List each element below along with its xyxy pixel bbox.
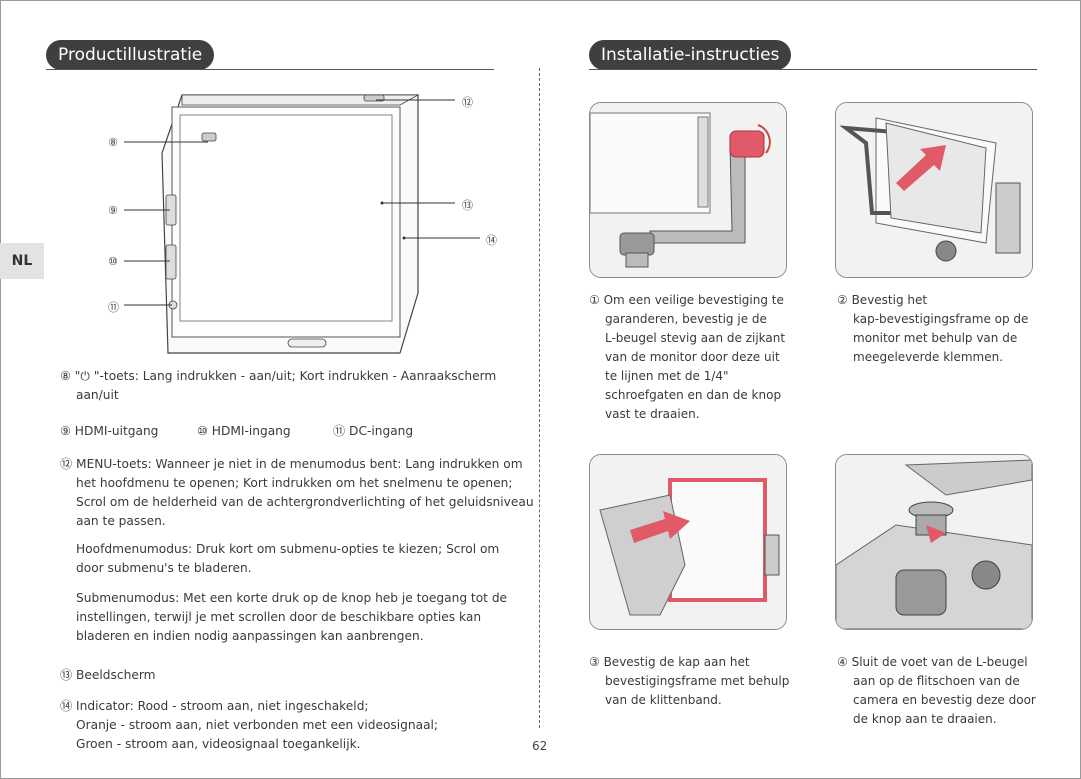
section-title-product: Productillustratie	[46, 40, 215, 70]
desc-sub-menu-3: bladeren en indien nodig aanpassingen ka…	[76, 629, 424, 643]
callout-9: ⑨	[108, 204, 118, 217]
language-tab: NL	[0, 243, 44, 279]
desc-power-button: ⑧ "⏻ "-toets: Lang indrukken - aan/uit; …	[60, 369, 497, 383]
step-4-image	[835, 454, 1033, 630]
desc-indicator-1: ⑭ Indicator: Rood - stroom aan, niet ing…	[60, 699, 369, 713]
desc-menu-4: aan te passen.	[76, 514, 166, 528]
desc-hdmi-out: ⑨ HDMI-uitgang	[60, 424, 159, 438]
desc-sub-menu-2: instellingen, terwijl je met scrollen do…	[76, 610, 482, 624]
desc-hdmi-in: ⑩ HDMI-ingang	[197, 424, 291, 438]
desc-menu-3: Scrol om de helderheid van de achtergron…	[76, 495, 534, 509]
step-1-image	[589, 102, 787, 278]
callout-10: ⑩	[108, 255, 118, 268]
desc-menu-2: het hoofdmenu te openen; Kort indrukken …	[76, 476, 513, 490]
column-divider	[539, 68, 540, 728]
desc-sub-menu-1: Submenumodus: Met een korte druk op de k…	[76, 591, 508, 605]
title-rule-left	[46, 69, 494, 70]
desc-power-button-cont: aan/uit	[76, 388, 119, 402]
callout-11: ⑪	[108, 301, 119, 314]
product-illustration	[100, 85, 510, 360]
desc-main-menu-1: Hoofdmenumodus: Druk kort om submenu-opt…	[76, 542, 500, 556]
desc-menu-1: ⑫ MENU-toets: Wanneer je niet in de menu…	[60, 457, 523, 471]
callout-12: ⑫	[462, 96, 473, 109]
desc-indicator-3: Groen - stroom aan, videosignaal toegank…	[76, 737, 361, 751]
callout-8: ⑧	[108, 136, 118, 149]
step-2-image	[835, 102, 1033, 278]
callout-13: ⑬	[462, 199, 473, 212]
step-3-image	[589, 454, 787, 630]
desc-main-menu-2: door submenu's te bladeren.	[76, 561, 252, 575]
desc-screen: ⑬ Beeldscherm	[60, 668, 156, 682]
title-rule-right	[589, 69, 1037, 70]
section-title-installation: Installatie-instructies	[589, 40, 792, 70]
callout-14: ⑭	[486, 234, 497, 247]
desc-dc-in: ⑪ DC-ingang	[333, 424, 414, 438]
monitor-drawing	[124, 94, 480, 354]
page-number: 62	[532, 739, 548, 753]
desc-indicator-2: Oranje - stroom aan, niet verbonden met …	[76, 718, 439, 732]
